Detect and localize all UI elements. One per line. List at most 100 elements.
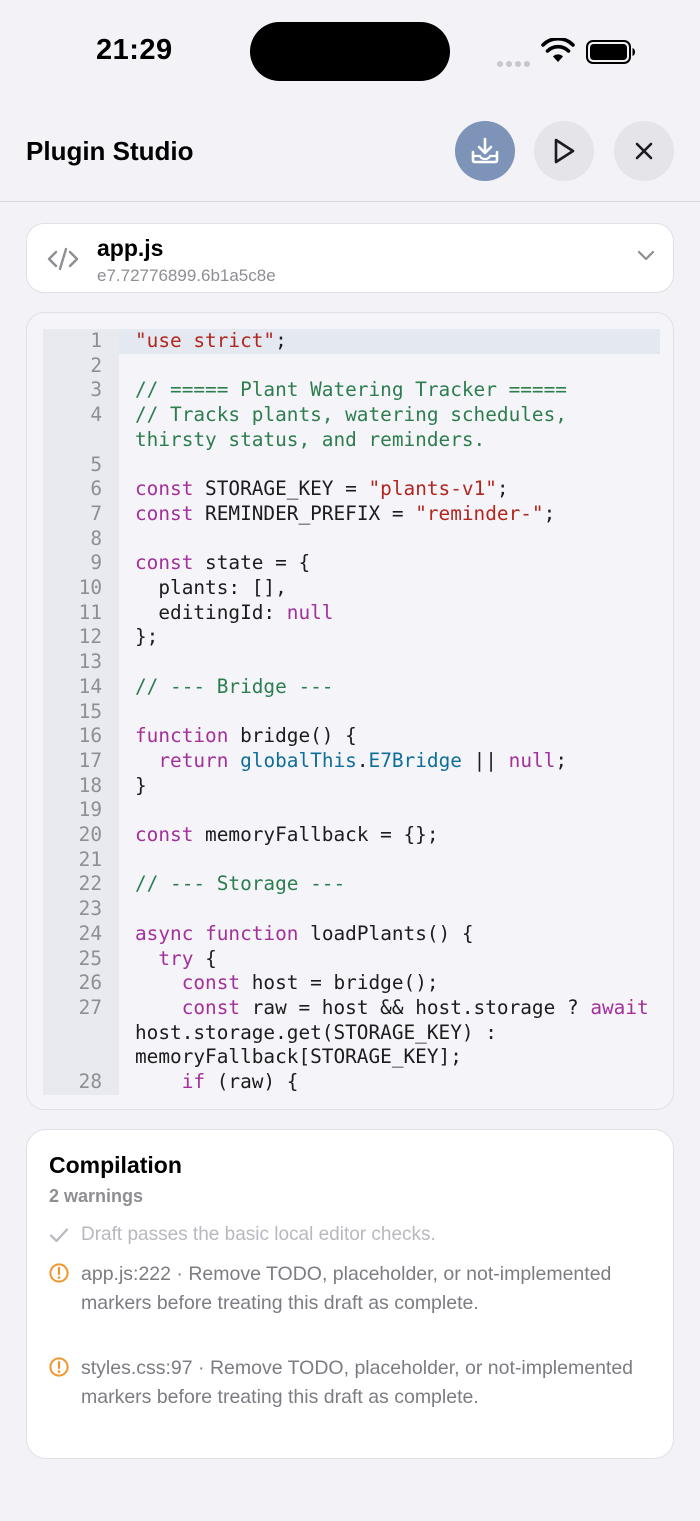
code-line[interactable]: 25 try { [43, 947, 660, 972]
compilation-ok-message: Draft passes the basic local editor chec… [81, 1224, 436, 1245]
line-number: 22 [78, 872, 102, 896]
close-button[interactable] [614, 121, 674, 181]
code-file-icon [47, 247, 79, 271]
line-number: 9 [90, 551, 102, 575]
warning-text: styles.css:97 · Remove TODO, placeholder… [81, 1357, 634, 1408]
code-line[interactable]: 19 [43, 798, 660, 823]
code-line[interactable]: 14// --- Bridge --- [43, 675, 660, 700]
line-number: 17 [78, 748, 102, 772]
line-number: 3 [90, 378, 102, 402]
line-number: 11 [78, 600, 102, 624]
warning-item[interactable]: styles.css:97 · Remove TODO, placeholder… [49, 1354, 649, 1411]
code-line[interactable]: 24 async function loadPlants() { [43, 922, 660, 947]
code-line[interactable]: 28 if (raw) { [43, 1070, 660, 1095]
line-number: 28 [78, 1070, 102, 1094]
code-text[interactable] [119, 527, 660, 552]
line-number: 26 [78, 971, 102, 995]
code-text[interactable]: const state = { [135, 551, 311, 575]
cellular-signal-icon [497, 54, 533, 72]
code-text[interactable]: function bridge() { [135, 724, 357, 748]
status-bar: 21:29 [0, 0, 700, 100]
code-line[interactable]: 3 // ===== Plant Watering Tracker ===== [43, 378, 660, 403]
code-line[interactable]: 1 "use strict"; [43, 329, 660, 354]
code-text[interactable]: // ===== Plant Watering Tracker ===== [135, 378, 567, 402]
chevron-down-icon [637, 250, 655, 261]
code-text[interactable] [119, 650, 660, 675]
code-line[interactable]: 18} [43, 774, 660, 799]
code-text[interactable] [119, 453, 660, 478]
battery-icon [586, 40, 635, 64]
code-text[interactable]: plants: [], [135, 576, 287, 600]
code-text[interactable]: // --- Bridge --- [135, 674, 334, 698]
code-text[interactable]: // Tracks plants, watering schedules, th… [135, 403, 579, 451]
code-text[interactable]: editingId: null [135, 600, 334, 624]
line-number: 24 [78, 921, 102, 945]
code-line[interactable]: 10 plants: [], [43, 576, 660, 601]
code-text[interactable]: if (raw) { [181, 1070, 299, 1094]
code-editor[interactable]: 1 "use strict"; 2 3 // ===== Plant Watering… [26, 312, 674, 1110]
code-line[interactable]: 5 [43, 453, 660, 478]
code-line[interactable]: 15 [43, 700, 660, 725]
code-text[interactable]: // --- Storage --- [135, 872, 346, 896]
code-text[interactable]: }; [135, 625, 159, 649]
code-text[interactable]: "use strict"; [135, 329, 287, 352]
code-text[interactable]: async function loadPlants() { [135, 921, 474, 945]
code-line[interactable]: 27 const raw = host && host.storage ? aw… [43, 996, 660, 1070]
code-line[interactable]: 8 [43, 527, 660, 552]
code-text[interactable] [119, 354, 660, 379]
code-line[interactable]: 11 editingId: null [43, 601, 660, 626]
line-number: 19 [78, 798, 102, 822]
code-text[interactable] [119, 700, 660, 725]
line-number: 10 [78, 576, 102, 600]
code-line[interactable]: 26 const host = bridge(); [43, 971, 660, 996]
warning-icon [49, 1263, 69, 1283]
file-hash: e7.72776899.6b1a5c8e [97, 266, 276, 285]
compilation-title: Compilation [49, 1152, 182, 1178]
code-line[interactable]: 22 // --- Storage --- [43, 872, 660, 897]
checkmark-icon [49, 1228, 69, 1243]
code-line[interactable]: 17 return globalThis.E7Bridge || null; [43, 749, 660, 774]
compilation-ok-row: Draft passes the basic local editor chec… [49, 1224, 436, 1246]
line-number: 25 [78, 946, 102, 970]
code-line[interactable]: 7 const REMINDER_PREFIX = "reminder-"; [43, 502, 660, 527]
warning-item[interactable]: app.js:222 · Remove TODO, placeholder, o… [49, 1260, 649, 1317]
line-number: 5 [90, 452, 102, 476]
code-line[interactable]: 4// Tracks plants, watering schedules, t… [43, 403, 660, 452]
line-number: 1 [90, 329, 102, 352]
code-text[interactable]: return globalThis.E7Bridge || null; [158, 748, 568, 772]
line-number: 21 [78, 847, 102, 871]
code-line[interactable]: 2 [43, 354, 660, 379]
warning-icon [49, 1357, 69, 1377]
code-text[interactable] [119, 897, 660, 922]
code-text[interactable]: const REMINDER_PREFIX = "reminder-"; [135, 501, 556, 525]
line-number: 7 [90, 501, 102, 525]
code-text[interactable]: const host = bridge(); [181, 971, 439, 995]
code-text[interactable] [119, 798, 660, 823]
line-number: 23 [78, 897, 102, 921]
code-view[interactable]: 1 "use strict"; 2 3 // ===== Plant Watering… [43, 329, 660, 1095]
code-text[interactable]: const STORAGE_KEY = "plants-v1"; [135, 477, 509, 501]
run-button[interactable] [534, 121, 594, 181]
code-text[interactable]: const memoryFallback = {}; [135, 823, 439, 847]
code-line[interactable]: 13 [43, 650, 660, 675]
close-icon [635, 142, 653, 160]
dynamic-island [250, 22, 450, 81]
code-line[interactable]: 12}; [43, 625, 660, 650]
code-line[interactable]: 21 [43, 848, 660, 873]
line-number: 16 [78, 724, 102, 748]
file-name: app.js [97, 235, 164, 261]
file-selector[interactable]: app.js e7.72776899.6b1a5c8e [26, 223, 674, 293]
code-line[interactable]: 23 [43, 897, 660, 922]
code-line[interactable]: 9 const state = { [43, 551, 660, 576]
code-text[interactable]: const raw = host && host.storage ? await… [135, 995, 660, 1069]
code-line[interactable]: 16 function bridge() { [43, 724, 660, 749]
code-text[interactable]: } [135, 773, 147, 797]
compilation-warning-count: 2 warnings [49, 1186, 144, 1206]
save-download-button[interactable] [455, 121, 515, 181]
code-text[interactable]: try { [158, 946, 217, 970]
download-tray-icon [471, 137, 499, 164]
line-number: 2 [90, 353, 102, 377]
code-text[interactable] [119, 848, 660, 873]
